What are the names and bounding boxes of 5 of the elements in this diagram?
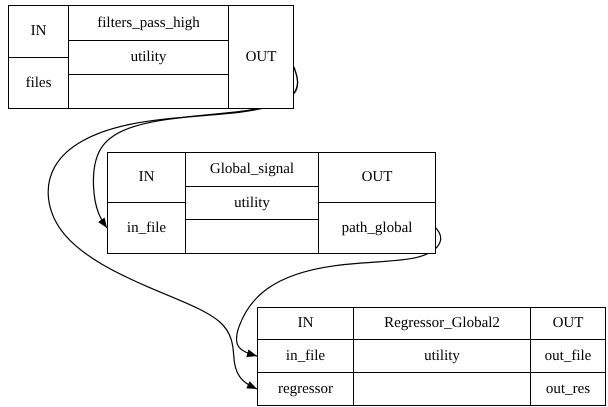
record-box: [107, 152, 436, 254]
record-box: [8, 5, 294, 109]
arrow: [48, 66, 298, 390]
arrow: [236, 228, 442, 358]
record-box: [257, 307, 606, 406]
